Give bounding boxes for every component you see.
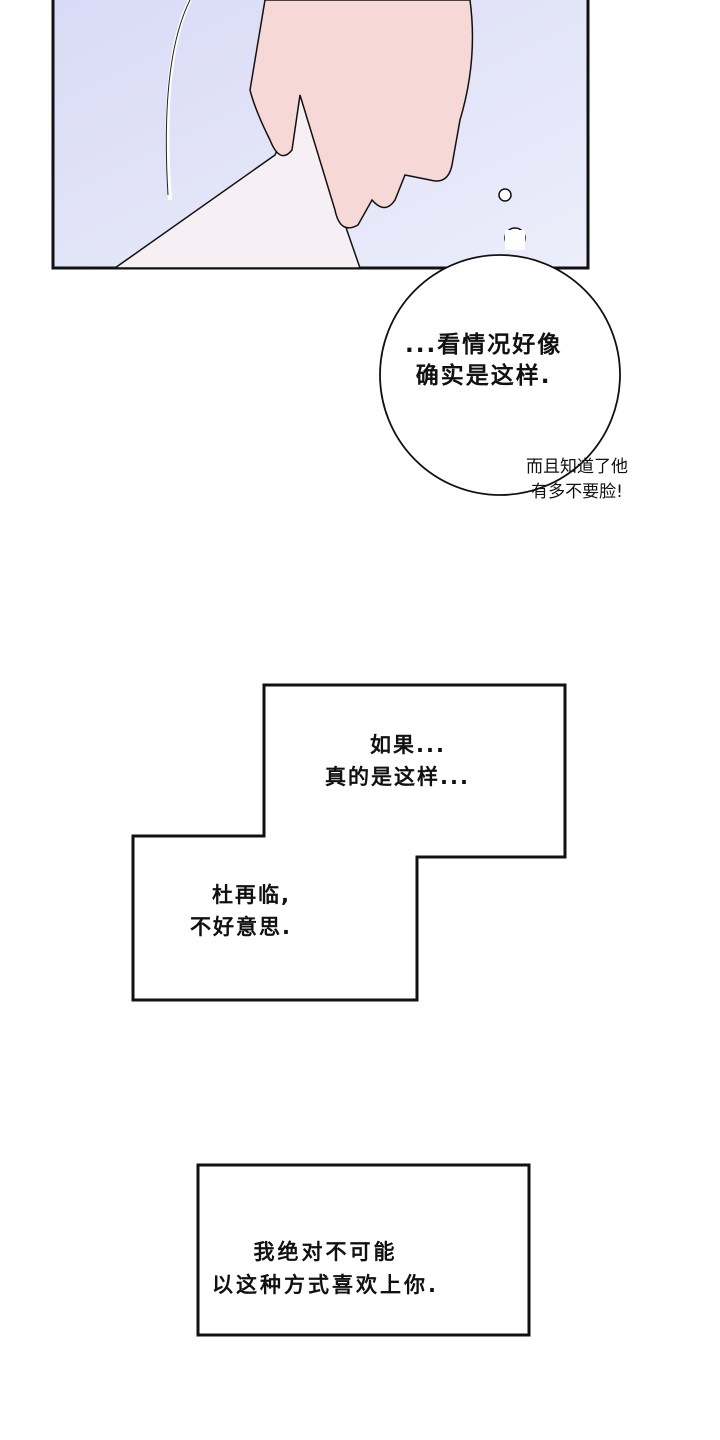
hand-panel — [51, 0, 590, 270]
hand — [249, 0, 474, 229]
box1-line: 如果... — [370, 733, 446, 757]
narration-box-combined — [131, 683, 567, 1002]
aside-line: 有多不要脸! — [531, 481, 623, 502]
box2-line: 杜再临, — [212, 883, 291, 907]
thought-dot — [498, 188, 512, 202]
bubble-text: ...看情况好像 确实是这样. — [405, 330, 562, 392]
aside-line: 而且知道了他 — [526, 457, 628, 477]
speech-bubble — [379, 227, 621, 496]
bubble-line: 确实是这样. — [415, 363, 552, 390]
box1-text: 如果... 真的是这样... — [325, 730, 470, 793]
box2-text: 杜再临, 不好意思. — [190, 880, 292, 943]
box3-line: 我绝对不可能 — [253, 1240, 398, 1264]
narration-box-final — [196, 1163, 531, 1337]
box3-text: 我绝对不可能 以这种方式喜欢上你. — [212, 1236, 439, 1301]
box2-line: 不好意思. — [190, 914, 292, 939]
box3-line: 以这种方式喜欢上你. — [212, 1272, 439, 1297]
motion-line — [165, 0, 191, 196]
aside-text: 而且知道了他 有多不要脸! — [526, 455, 628, 504]
bubble-line: ...看情况好像 — [405, 332, 563, 358]
box1-line: 真的是这样... — [325, 764, 470, 789]
